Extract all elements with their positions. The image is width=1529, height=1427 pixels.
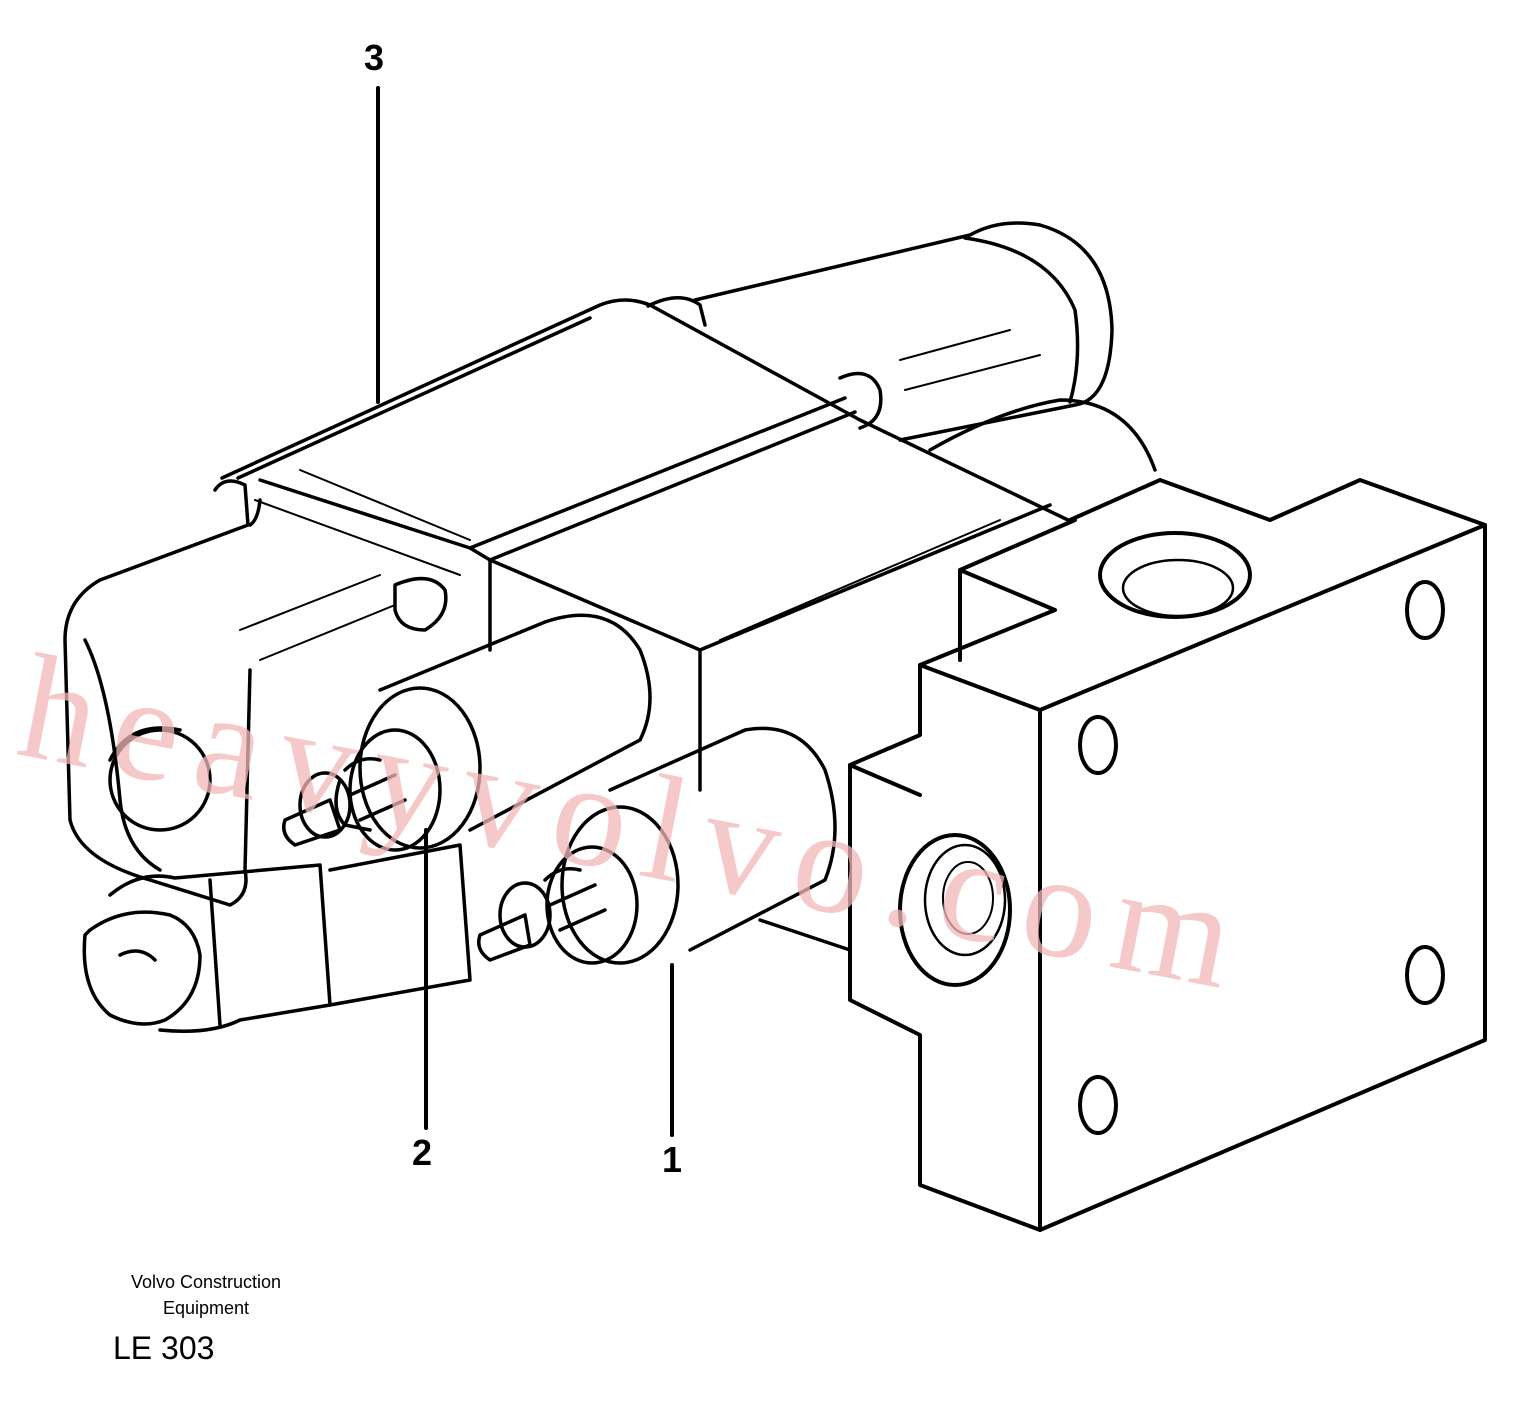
callout-1: 1 [662,1139,683,1180]
adjuster-fitting-2 [282,613,652,852]
drawing-code: LE 303 [113,1330,215,1366]
adjuster-fitting-1 [477,726,852,992]
rear-solenoid [646,221,1114,442]
callout-3: 3 [364,37,385,78]
lower-left-plug [82,843,472,1033]
left-solenoid [63,479,448,907]
footer-company-line1: Volvo Construction [130,1272,282,1292]
mounting-block [848,478,1487,1232]
valve-body [220,298,1157,792]
callout-2: 2 [412,1132,433,1173]
footer-company-line2: Equipment [162,1298,250,1318]
